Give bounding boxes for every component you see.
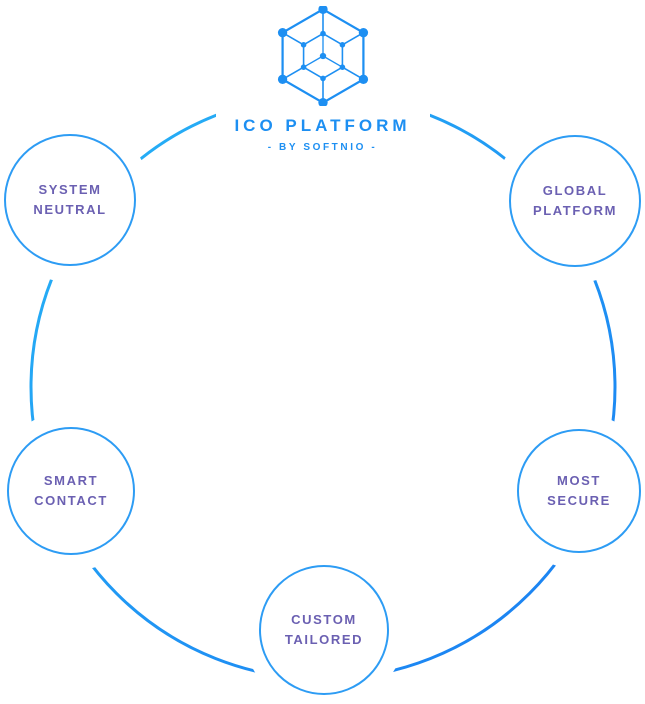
node-label-line: SYSTEM bbox=[38, 181, 102, 197]
node-smart-contact: SMART CONTACT bbox=[7, 427, 135, 555]
node-label-line: CONTACT bbox=[34, 493, 108, 508]
node-label-line: SMART bbox=[43, 472, 99, 488]
node-label-line: NEUTRAL bbox=[33, 202, 107, 217]
node-global-platform: GLOBAL PLATFORM bbox=[509, 135, 641, 267]
node-label-line: SECURE bbox=[547, 493, 611, 508]
node-label-line: TAILORED bbox=[284, 632, 364, 647]
diagram-subtitle: - BY SOFTNIO - bbox=[267, 142, 378, 153]
diagram-header: ICO PLATFORM - BY SOFTNIO - bbox=[215, 0, 430, 165]
node-label-line: CUSTOM bbox=[291, 611, 357, 627]
node-label-line: PLATFORM bbox=[532, 203, 618, 218]
node-label-line: GLOBAL bbox=[542, 182, 608, 198]
hexagon-network-icon bbox=[277, 6, 368, 106]
node-most-secure: MOST SECURE bbox=[517, 429, 641, 553]
node-label-line: MOST bbox=[557, 472, 601, 488]
diagram-title: ICO PLATFORM bbox=[234, 116, 411, 135]
node-custom-tailored: CUSTOM TAILORED bbox=[259, 565, 389, 695]
node-system-neutral: SYSTEM NEUTRAL bbox=[4, 134, 136, 266]
